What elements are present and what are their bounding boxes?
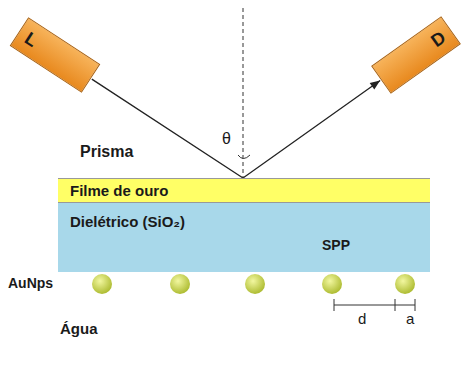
- laser-box: L: [10, 17, 101, 93]
- spp-label: SPP: [322, 237, 350, 253]
- gold-film: Filme de ouro: [58, 178, 430, 203]
- medium-label: Água: [60, 320, 98, 337]
- node-label: L: [21, 28, 42, 52]
- prism: Prisma: [58, 5, 430, 178]
- light-beam: [92, 79, 380, 178]
- nanoparticle: [170, 274, 190, 294]
- nanoparticle: [245, 274, 265, 294]
- angle-label: θ: [222, 130, 231, 148]
- dimension-label: a: [406, 310, 414, 327]
- gold-nanoparticles: [92, 274, 415, 294]
- dielectric-layer: Dielétrico (SiO₂): [58, 203, 430, 272]
- nanoparticle-label: AuNps: [8, 275, 53, 291]
- beam-line: [92, 79, 380, 178]
- detector-box: D: [371, 16, 461, 94]
- node-label: Dielétrico (SiO₂): [70, 213, 185, 230]
- dimension-lines: [334, 299, 415, 311]
- nanoparticle: [322, 274, 342, 294]
- nanoparticle: [92, 274, 112, 294]
- node-label: Filme de ouro: [70, 182, 168, 199]
- node-label: Prisma: [80, 143, 133, 161]
- normal-line: [243, 8, 244, 178]
- dimension-label: d: [358, 310, 366, 327]
- arrowhead: [370, 80, 380, 89]
- nanoparticle: [395, 274, 415, 294]
- angle-arc: [238, 155, 250, 159]
- node-label: D: [427, 27, 450, 52]
